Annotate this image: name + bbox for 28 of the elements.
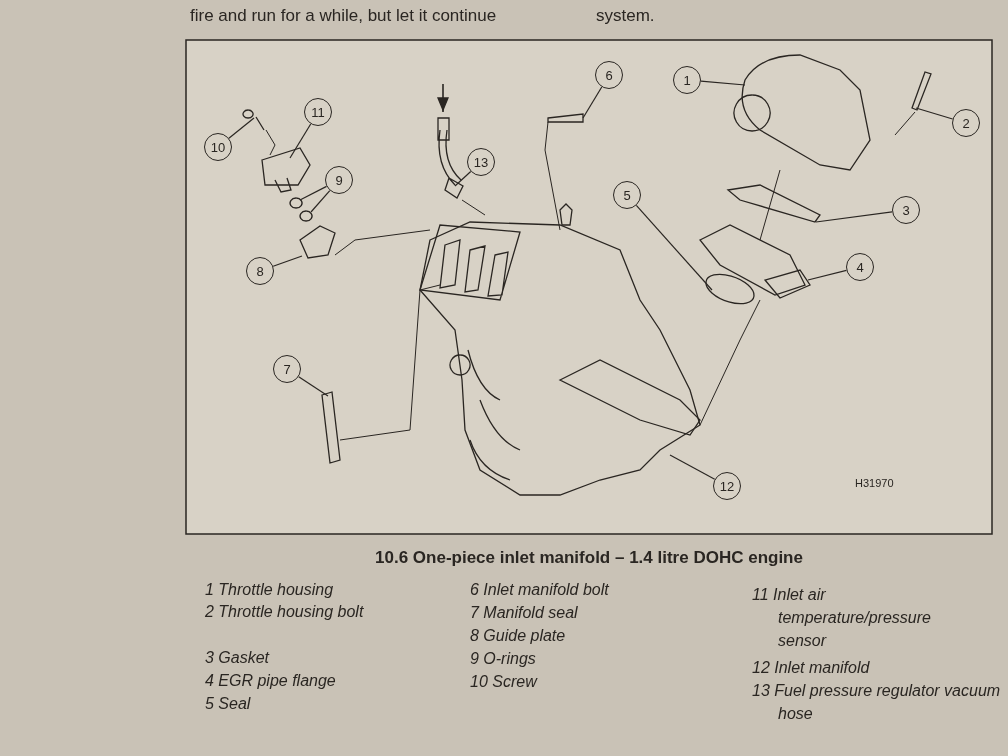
key-entry: 3 Gasket bbox=[205, 648, 271, 668]
key-entry: 10 Screw bbox=[470, 672, 539, 692]
figure-reference: H31970 bbox=[855, 476, 895, 491]
leader-line bbox=[299, 185, 328, 201]
leader-line bbox=[915, 107, 954, 120]
leader-line bbox=[454, 170, 472, 187]
leader-line bbox=[289, 123, 312, 159]
key-entry: 5 Seal bbox=[205, 694, 252, 714]
key-entry: 2 Throttle housing bolt bbox=[205, 602, 365, 622]
key-entry: 7 Manifold seal bbox=[470, 603, 579, 623]
leader-line bbox=[310, 189, 331, 213]
leader-line bbox=[272, 255, 303, 267]
key-entry: 12 Inlet manifold bbox=[752, 658, 871, 678]
key-entry: 8 Guide plate bbox=[470, 626, 567, 646]
leader-line bbox=[582, 86, 603, 119]
key-entry: 13 Fuel pressure regulator vacuum hose bbox=[752, 681, 1002, 724]
key-entry: 4 EGR pipe flange bbox=[205, 671, 337, 691]
leader-line bbox=[807, 269, 847, 281]
leader-line bbox=[635, 204, 713, 291]
leader-line bbox=[228, 117, 255, 139]
leader-line bbox=[669, 454, 716, 480]
figure-caption: 10.6 One-piece inlet manifold – 1.4 litre DOHC engine bbox=[374, 547, 804, 569]
key-entry: 9 O-rings bbox=[470, 649, 537, 669]
key-entry: 1 Throttle housing bbox=[205, 580, 335, 600]
leader-line bbox=[298, 376, 329, 397]
leader-line bbox=[700, 80, 746, 86]
leader-line bbox=[815, 211, 893, 223]
body-text: system. bbox=[596, 5, 656, 27]
